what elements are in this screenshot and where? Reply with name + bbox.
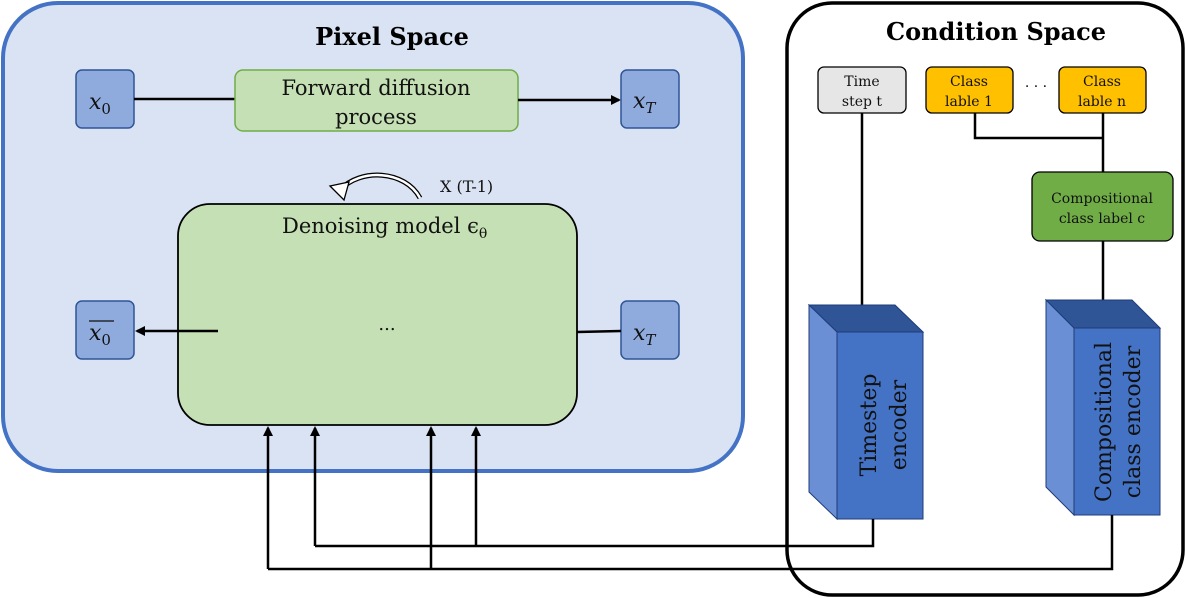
class-label-n-line1: Class [1083,74,1121,90]
class-encoder-block: Compositional class encoder [1044,298,1162,517]
class-labels-connector [973,113,1103,140]
x0-label: x0 [89,90,111,118]
timestep-encoder-block: Timestep encoder [807,303,925,521]
compositional-label-line2: class label c [1059,211,1145,227]
pixel-space-title: Pixel Space [315,22,469,51]
class-encoder-line1: Compositional [1092,342,1117,502]
class-label-1-line2: lable 1 [945,94,993,110]
time-step-line1: Time [844,74,879,90]
timestep-feedback-line [315,519,875,548]
denoising-ellipsis: ... [378,314,395,335]
timestep-encoder-line2: encoder [887,379,912,470]
class-label-1-box [925,66,1014,114]
x0bar-box [75,300,135,360]
xT-box-top [620,69,680,129]
xT-label-top: xT [633,89,656,117]
loop-label: X (T-1) [440,177,493,196]
time-step-line2: step t [842,94,883,110]
timestep-encoder-line1: Timestep [857,374,882,477]
compositional-label-line1: Compositional [1051,191,1153,207]
class-encoder-line2: class encoder [1121,345,1146,498]
condition-space-title: Condition Space [886,17,1106,46]
denoising-model-box [177,203,578,426]
loop-arrow-head-icon [328,181,350,202]
denoising-model-label: Denoising model ϵθ [282,214,487,242]
forward-diffusion-line1: Forward diffusion [281,76,470,100]
x0bar-label: x0 [89,321,111,349]
xT-box-bottom [620,300,680,360]
forward-diffusion-line2: process [335,105,417,129]
class-label-1-line1: Class [950,74,988,90]
x0-box [75,69,135,129]
xT-to-denoise-line [576,329,622,334]
class-feedback-line [268,515,1114,571]
xT-label-bottom: xT [633,321,656,349]
class-label-dots: · · · [1025,79,1047,95]
class-label-n-line2: lable n [1078,94,1126,110]
